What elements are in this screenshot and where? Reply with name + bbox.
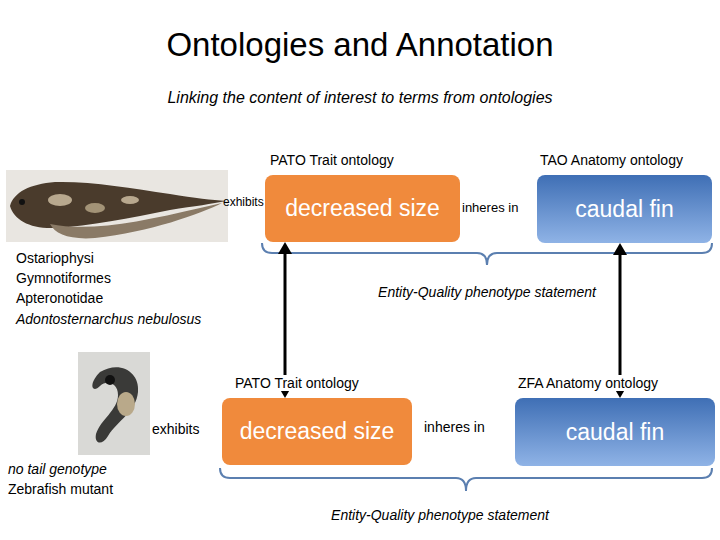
fish-eye xyxy=(19,199,25,205)
taxon-name: Adontosternarchus nebulosus xyxy=(16,311,201,327)
taxon-name: Apteronotidae xyxy=(16,290,103,306)
organism-label: Zebrafish mutant xyxy=(8,481,113,497)
term-text: caudal fin xyxy=(566,419,664,446)
fish-mottle xyxy=(85,203,105,213)
group-caption: Entity-Quality phenotype statement xyxy=(378,284,596,300)
photo-ground xyxy=(6,170,228,242)
ontology-heading: PATO Trait ontology xyxy=(233,375,361,391)
ontology-heading: PATO Trait ontology xyxy=(268,152,396,168)
term-text: decreased size xyxy=(285,195,440,222)
term-text: decreased size xyxy=(240,418,395,445)
group-caption: Entity-Quality phenotype statement xyxy=(331,507,549,523)
fish-mottle xyxy=(48,194,72,206)
embryo-body xyxy=(92,367,138,442)
fish-body xyxy=(10,182,226,228)
arrow-shaft xyxy=(619,255,622,386)
quality-term-box: PATO Trait ontologydecreased size xyxy=(265,175,460,242)
arrowhead xyxy=(278,242,292,254)
relation-label: inheres in xyxy=(462,201,518,216)
relation-label: inheres in xyxy=(424,419,485,435)
relation-label: exhibits xyxy=(223,196,264,210)
anatomy-term-box: TAO Anatomy ontologycaudal fin xyxy=(537,175,712,243)
ontology-heading: TAO Anatomy ontology xyxy=(538,152,685,168)
zebrafish-mutant-photo xyxy=(78,352,150,455)
arrowhead xyxy=(613,243,627,255)
diagram-title: Ontologies and Annotation xyxy=(0,26,720,64)
group-bracket xyxy=(220,468,712,491)
embryo-eye xyxy=(105,375,115,385)
anatomy-term-box: ZFA Anatomy ontologycaudal fin xyxy=(515,398,715,466)
group-bracket xyxy=(262,243,712,265)
genotype-label: no tail genotype xyxy=(8,461,107,477)
subtitle: Linking the content of interest to terms… xyxy=(167,89,552,107)
taxon-name: Ostariophysi xyxy=(16,250,94,266)
relation-label: exhibits xyxy=(152,421,199,437)
ontology-heading: ZFA Anatomy ontology xyxy=(516,375,660,391)
fish-anal-fin xyxy=(50,203,222,238)
quality-term-box: PATO Trait ontologydecreased size xyxy=(222,398,412,465)
gymnotiform-fish-photo xyxy=(6,170,228,242)
taxon-name: Gymnotiformes xyxy=(16,270,111,286)
term-text: caudal fin xyxy=(575,196,673,223)
fish-mottle xyxy=(121,196,139,204)
photo-ground xyxy=(78,352,150,455)
arrow-shaft xyxy=(284,254,287,386)
embryo-yolk xyxy=(117,392,135,416)
